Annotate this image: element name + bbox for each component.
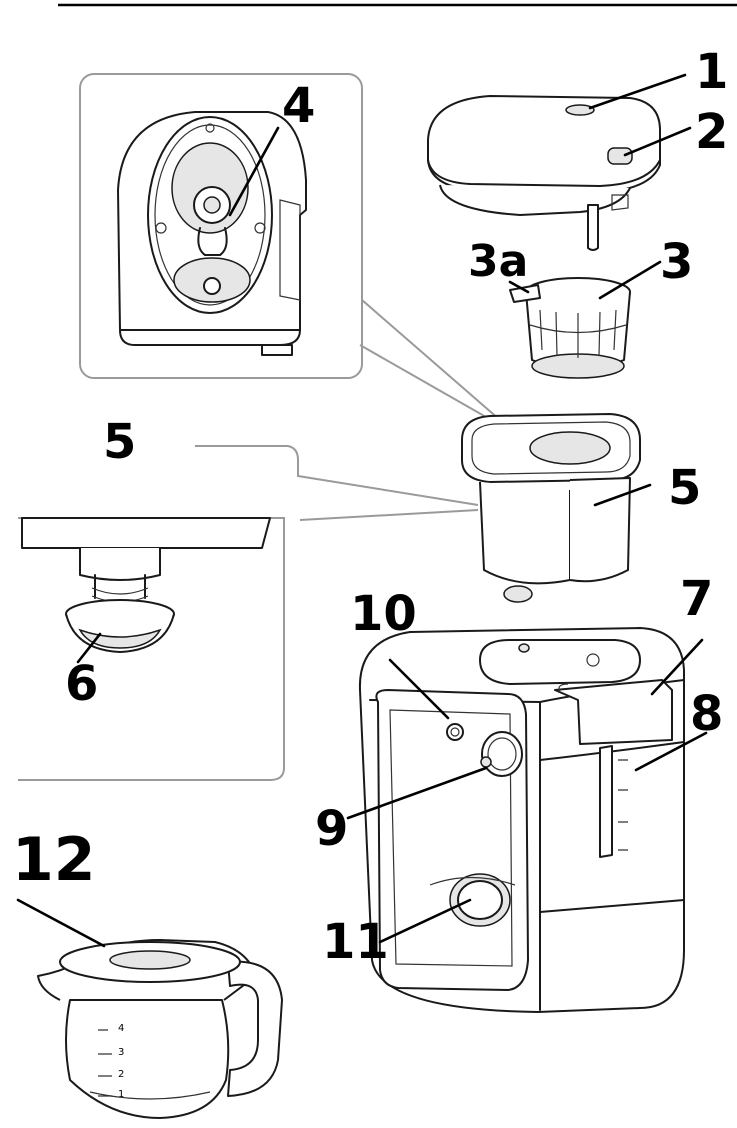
label-part-12: 12 — [12, 825, 96, 895]
carafe-scale-mark-1: 1 — [118, 1089, 125, 1100]
carafe-part-12 — [16, 898, 283, 1119]
label-part-5-right: 5 — [668, 460, 702, 516]
label-part-8: 8 — [690, 686, 724, 742]
label-part-7: 7 — [680, 571, 714, 627]
water-tank-part-5 — [461, 413, 652, 603]
inset-6-valve-detail — [18, 517, 285, 781]
label-part-3: 3 — [660, 234, 694, 290]
filter-basket-part-3 — [508, 260, 662, 379]
carafe-scale-mark-3: 3 — [118, 1047, 125, 1058]
label-part-2: 2 — [695, 104, 729, 160]
lid-part-1 — [427, 73, 692, 251]
label-part-4: 4 — [282, 78, 316, 134]
label-part-9: 9 — [315, 801, 349, 857]
carafe-scale-mark-2: 2 — [118, 1069, 125, 1080]
carafe-scale-mark-4: 4 — [118, 1023, 125, 1034]
inset-4-filter-holder-detail — [79, 73, 363, 379]
label-part-5-left: 5 — [103, 414, 137, 470]
label-part-3a: 3a — [468, 236, 529, 287]
base-unit — [346, 627, 708, 1013]
label-part-1: 1 — [695, 44, 729, 100]
label-part-6: 6 — [65, 656, 99, 712]
inset-4-connector — [359, 299, 501, 426]
label-part-10: 10 — [350, 586, 417, 642]
inset-6-connector — [195, 445, 479, 521]
label-part-11: 11 — [322, 914, 389, 970]
